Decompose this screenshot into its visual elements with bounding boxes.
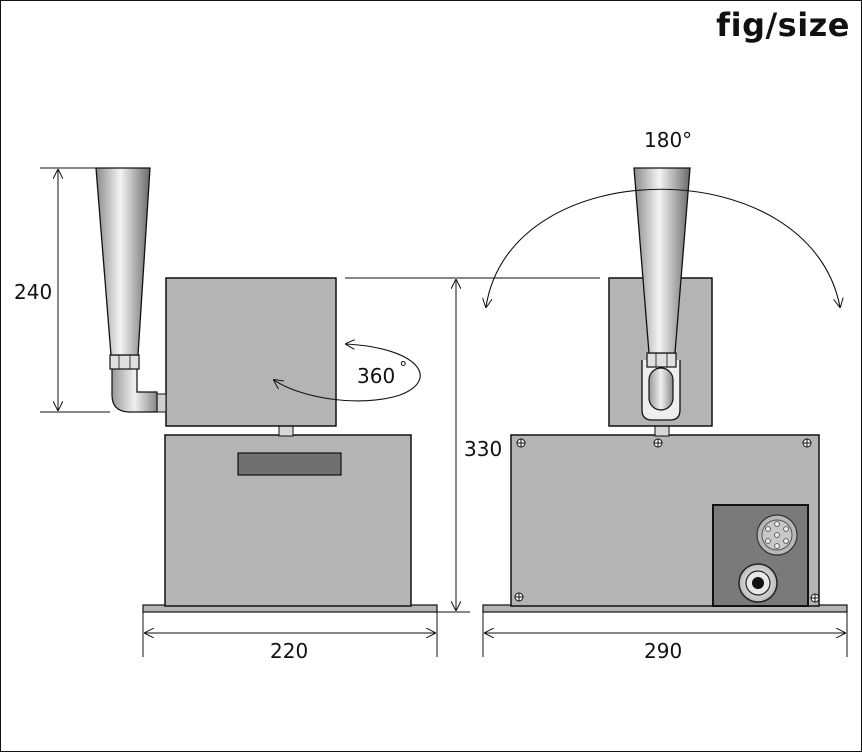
tilt-label: 180° (644, 128, 692, 152)
horn-nut (109, 354, 140, 370)
dim-220-label: 220 (270, 639, 308, 663)
side-upper-box (165, 277, 337, 427)
tilt-arc (486, 188, 840, 307)
rotation-label: 360° (357, 358, 407, 388)
side-view: 360° 240 220 (14, 167, 438, 663)
elbow-pipe (111, 367, 158, 413)
rotation-arrow (274, 344, 421, 402)
dim-240-label: 240 (14, 280, 52, 304)
side-horn (95, 167, 151, 356)
side-slot (237, 452, 342, 476)
front-view: 180° 290 (483, 128, 848, 663)
dim-290-label: 290 (644, 639, 682, 663)
overall-height-dimension: 330 (345, 277, 600, 613)
front-horn-nut (646, 352, 677, 368)
figure-title: fig/size (716, 6, 850, 44)
dim-330-label: 330 (464, 437, 502, 461)
screws (514, 438, 820, 603)
